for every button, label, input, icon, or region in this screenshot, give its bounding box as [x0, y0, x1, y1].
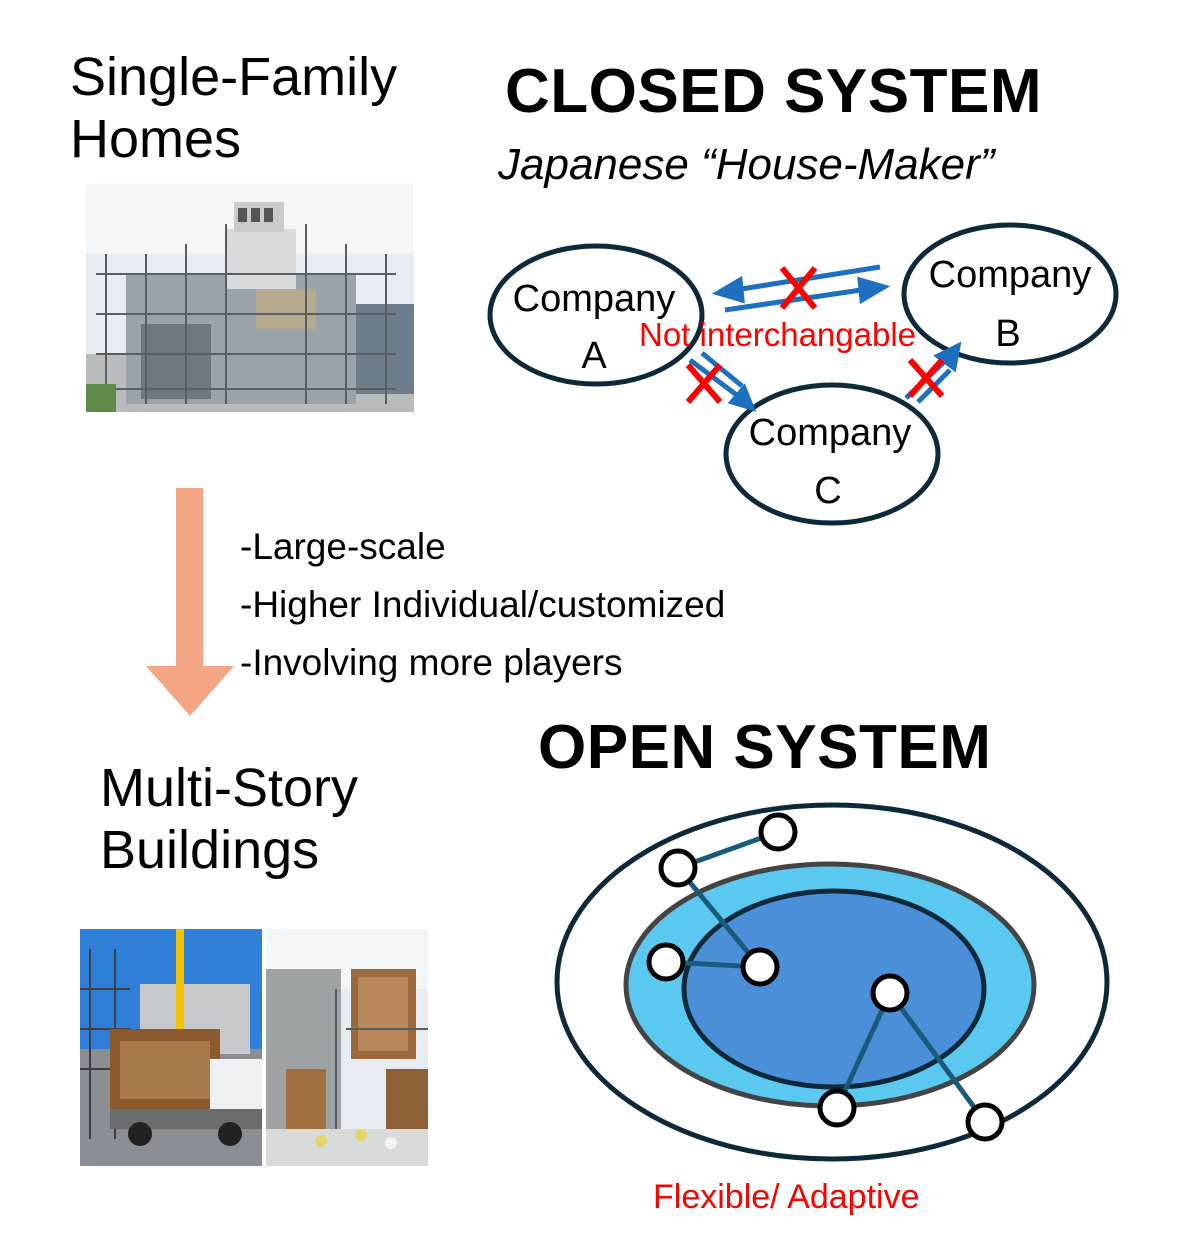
link-a-c-arrows: [688, 351, 757, 412]
cross-c-b: [907, 358, 945, 398]
open-system-title: OPEN SYSTEM: [538, 713, 992, 782]
multi-story-building-photo-right: [266, 929, 428, 1166]
closed-system-subtitle: Japanese “House-Maker”: [498, 140, 995, 189]
node: [965, 1102, 1005, 1142]
cross-a-c: [685, 363, 723, 404]
node: [817, 1088, 857, 1128]
core-ellipse: [681, 888, 987, 1090]
flexible-adaptive-caption: Flexible/ Adaptive: [653, 1178, 920, 1216]
transition-points: -Large-scale -Higher Individual/customiz…: [240, 518, 725, 692]
company-c-label-line2: C: [814, 470, 841, 512]
company-c-label-line1: Company: [749, 412, 912, 454]
node: [870, 973, 910, 1013]
not-interchangeable-note: Not interchangable: [639, 316, 916, 353]
company-a-label-line1: Company: [513, 278, 676, 320]
transition-point: -Involving more players: [240, 642, 623, 683]
company-b-label-line1: Company: [929, 254, 1092, 296]
company-c-ellipse: [723, 382, 941, 526]
node: [740, 947, 780, 987]
company-b-label-line2: B: [995, 313, 1020, 355]
transition-down-arrow: [146, 488, 234, 716]
company-a-label-line2: A: [581, 335, 607, 377]
cross-a-b: [779, 266, 818, 310]
open-system-diagram: [554, 802, 1110, 1162]
node: [758, 812, 798, 852]
node: [646, 942, 686, 982]
single-family-home-photo: [86, 184, 414, 412]
transition-point: -Higher Individual/customized: [240, 584, 726, 625]
multi-story-building-photo-left: [80, 929, 262, 1166]
node: [658, 848, 698, 888]
closed-system-diagram: Company A Company B Company C Not interc…: [487, 222, 1119, 526]
company-a-ellipse: [487, 243, 705, 387]
multi-story-label: Multi-Story Buildings: [100, 758, 359, 880]
single-family-label: Single-Family Homes: [70, 47, 398, 169]
company-b-ellipse: [901, 222, 1119, 366]
closed-system-title: CLOSED SYSTEM: [505, 57, 1043, 126]
transition-point: -Large-scale: [240, 526, 446, 567]
